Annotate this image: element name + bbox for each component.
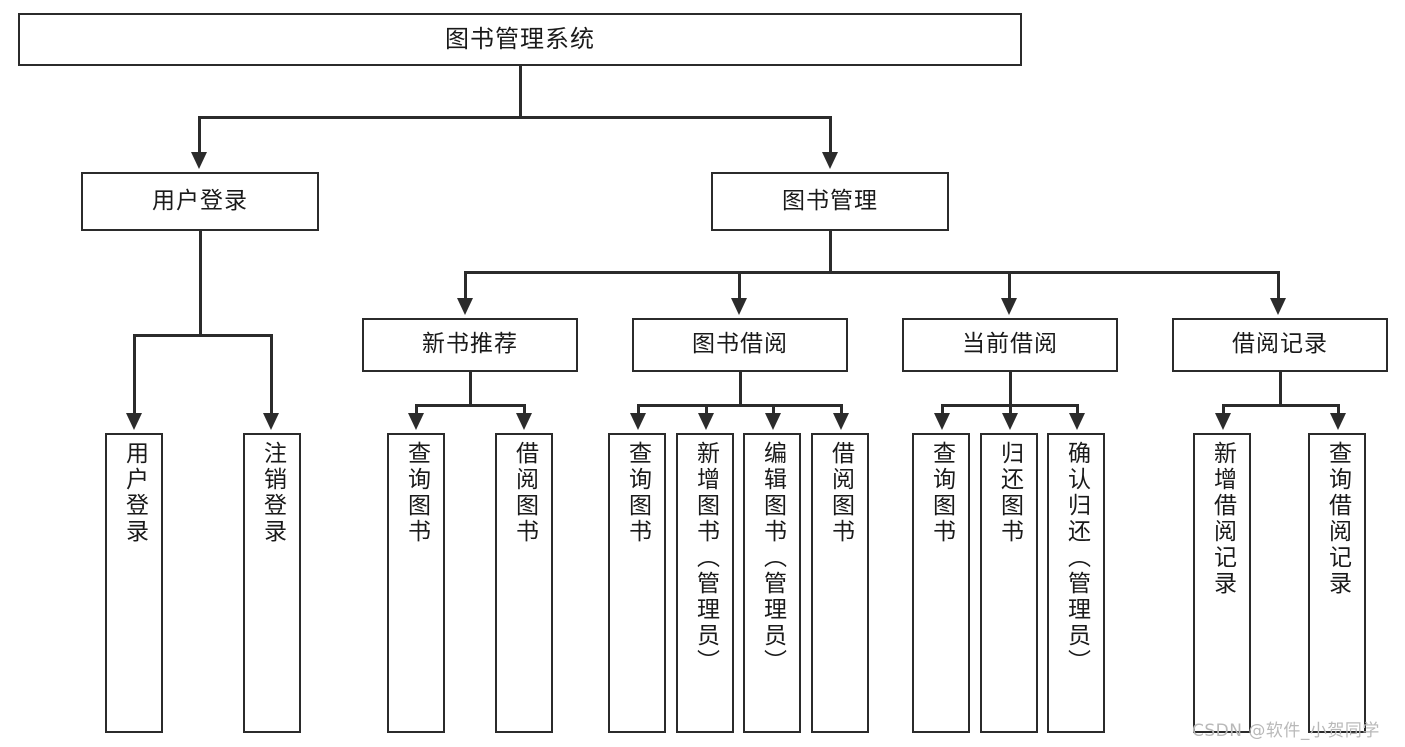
leaf-label: 新增图书（管理员） bbox=[692, 441, 719, 675]
connector-book-borrow-to-leaf-1 bbox=[637, 404, 640, 414]
arrow-book-mgmt-to-record bbox=[1270, 298, 1286, 315]
connector-new-book-to-leaf-1 bbox=[415, 404, 418, 414]
leaf-label: 确认归还（管理员） bbox=[1063, 441, 1090, 675]
connector-book-borrow-to-leaf-3 bbox=[772, 404, 775, 414]
arrow-root-to-user-login bbox=[191, 152, 207, 169]
arrow-root-to-book-mgmt bbox=[822, 152, 838, 169]
csdn-watermark: CSDN @软件_小贺同学 bbox=[1192, 721, 1380, 741]
connector-book-borrow-stem bbox=[739, 372, 742, 406]
connector-current-borrow-to-leaf-3 bbox=[1076, 404, 1079, 414]
leaf-label: 用户登录 bbox=[121, 441, 148, 545]
leaf-label: 查询借阅记录 bbox=[1324, 441, 1351, 597]
connector-book-borrow-to-leaf-4 bbox=[840, 404, 843, 414]
connector-borrow-record-to-leaf-1 bbox=[1222, 404, 1225, 414]
leaf-book-borrow-edit[interactable]: 编辑图书（管理员） bbox=[743, 433, 801, 733]
arrow-current-borrow-to-leaf-2 bbox=[1002, 413, 1018, 430]
arrow-book-mgmt-to-borrow bbox=[731, 298, 747, 315]
connector-user-login-stem bbox=[199, 231, 202, 335]
arrow-new-book-to-leaf-2 bbox=[516, 413, 532, 430]
leaf-label: 查询图书 bbox=[624, 441, 651, 545]
leaf-label: 查询图书 bbox=[403, 441, 430, 545]
arrow-book-mgmt-to-new-book bbox=[457, 298, 473, 315]
connector-book-mgmt-to-current bbox=[1008, 271, 1011, 299]
connector-root-stem bbox=[519, 66, 522, 117]
arrow-current-borrow-to-leaf-3 bbox=[1069, 413, 1085, 430]
node-current-borrow[interactable]: 当前借阅 bbox=[902, 318, 1118, 372]
leaf-new-book-query[interactable]: 查询图书 bbox=[387, 433, 445, 733]
connector-user-login-to-leaf-1 bbox=[133, 334, 136, 414]
connector-book-borrow-to-leaf-2 bbox=[705, 404, 708, 414]
leaf-book-borrow-query[interactable]: 查询图书 bbox=[608, 433, 666, 733]
arrow-book-borrow-to-leaf-3 bbox=[765, 413, 781, 430]
node-new-book-recommend[interactable]: 新书推荐 bbox=[362, 318, 578, 372]
arrow-book-borrow-to-leaf-4 bbox=[833, 413, 849, 430]
arrow-book-borrow-to-leaf-2 bbox=[698, 413, 714, 430]
arrow-borrow-record-to-leaf-2 bbox=[1330, 413, 1346, 430]
leaf-user-login-logout[interactable]: 注销登录 bbox=[243, 433, 301, 733]
connector-book-borrow-bus bbox=[637, 404, 840, 407]
arrow-new-book-to-leaf-1 bbox=[408, 413, 424, 430]
connector-current-borrow-to-leaf-1 bbox=[941, 404, 944, 414]
connector-book-mgmt-to-borrow bbox=[738, 271, 741, 299]
connector-borrow-record-stem bbox=[1279, 372, 1282, 406]
leaf-borrow-record-add[interactable]: 新增借阅记录 bbox=[1193, 433, 1251, 733]
connector-current-borrow-stem bbox=[1009, 372, 1012, 406]
leaf-new-book-borrow[interactable]: 借阅图书 bbox=[495, 433, 553, 733]
leaf-borrow-record-query[interactable]: 查询借阅记录 bbox=[1308, 433, 1366, 733]
connector-root-to-user-login bbox=[198, 116, 201, 153]
leaf-book-borrow-add[interactable]: 新增图书（管理员） bbox=[676, 433, 734, 733]
connector-new-book-stem bbox=[469, 372, 472, 406]
leaf-user-login-login[interactable]: 用户登录 bbox=[105, 433, 163, 733]
connector-book-mgmt-stem bbox=[829, 231, 832, 272]
arrow-user-login-to-leaf-2 bbox=[263, 413, 279, 430]
arrow-borrow-record-to-leaf-1 bbox=[1215, 413, 1231, 430]
arrow-book-borrow-to-leaf-1 bbox=[630, 413, 646, 430]
connector-user-login-bus bbox=[133, 334, 272, 337]
node-user-login[interactable]: 用户登录 bbox=[81, 172, 319, 231]
connector-book-mgmt-to-new-book bbox=[464, 271, 467, 299]
leaf-label: 新增借阅记录 bbox=[1209, 441, 1236, 597]
connector-borrow-record-bus bbox=[1222, 404, 1339, 407]
node-book-borrow[interactable]: 图书借阅 bbox=[632, 318, 848, 372]
leaf-book-borrow-borrow[interactable]: 借阅图书 bbox=[811, 433, 869, 733]
arrow-book-mgmt-to-current bbox=[1001, 298, 1017, 315]
leaf-current-borrow-query[interactable]: 查询图书 bbox=[912, 433, 970, 733]
leaf-label: 查询图书 bbox=[928, 441, 955, 545]
connector-book-mgmt-to-record bbox=[1277, 271, 1280, 299]
connector-new-book-to-leaf-2 bbox=[523, 404, 526, 414]
node-borrow-record[interactable]: 借阅记录 bbox=[1172, 318, 1388, 372]
node-book-management[interactable]: 图书管理 bbox=[711, 172, 949, 231]
connector-borrow-record-to-leaf-2 bbox=[1337, 404, 1340, 414]
node-root-system[interactable]: 图书管理系统 bbox=[18, 13, 1022, 66]
arrow-user-login-to-leaf-1 bbox=[126, 413, 142, 430]
leaf-label: 借阅图书 bbox=[827, 441, 854, 545]
arrow-current-borrow-to-leaf-1 bbox=[934, 413, 950, 430]
connector-root-to-book-mgmt bbox=[829, 116, 832, 153]
leaf-label: 借阅图书 bbox=[511, 441, 538, 545]
leaf-current-borrow-confirm-return[interactable]: 确认归还（管理员） bbox=[1047, 433, 1105, 733]
connector-user-login-to-leaf-2 bbox=[270, 334, 273, 414]
connector-root-bus bbox=[198, 116, 832, 119]
connector-new-book-bus bbox=[415, 404, 525, 407]
leaf-current-borrow-return[interactable]: 归还图书 bbox=[980, 433, 1038, 733]
leaf-label: 编辑图书（管理员） bbox=[759, 441, 786, 675]
connector-book-mgmt-bus bbox=[464, 271, 1277, 274]
leaf-label: 归还图书 bbox=[996, 441, 1023, 545]
connector-current-borrow-to-leaf-2 bbox=[1009, 404, 1012, 414]
leaf-label: 注销登录 bbox=[259, 441, 286, 545]
